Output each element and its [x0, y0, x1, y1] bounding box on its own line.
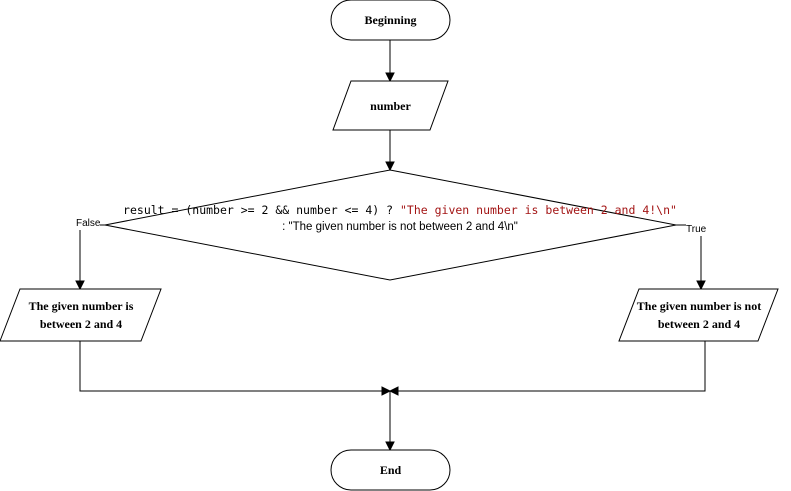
decision-diamond-shape	[104, 169, 677, 281]
end-terminator-shape	[330, 449, 451, 491]
end-label: End	[379, 463, 402, 477]
output-right-parallelogram-shape	[618, 288, 779, 342]
arrowhead-right-merge	[388, 386, 399, 396]
decision-expression: result = (number >= 2 && number <= 4) ?	[123, 203, 400, 217]
arrowhead-left-merge	[381, 386, 392, 396]
arrowhead-merge-to-end	[385, 441, 395, 452]
decision-true-string: "The given number is between 2 and 4!\n"	[400, 203, 677, 217]
arrowhead-start-to-input	[385, 72, 395, 83]
decision-separator: :	[282, 221, 289, 233]
false-edge-label: False	[76, 218, 101, 230]
edge-right-merge	[397, 341, 706, 392]
output-left-label: The given number is between 2 and 4	[28, 299, 134, 331]
input-label: number	[370, 98, 411, 113]
edge-left-merge	[79, 341, 383, 392]
output-right-label: The given number is not between 2 and 4	[636, 299, 762, 331]
input-parallelogram-shape	[332, 80, 449, 131]
start-label: Beginning	[364, 13, 417, 27]
decision-false-string: "The given number is not between 2 and 4…	[288, 221, 518, 233]
decision-condition-text: result = (number >= 2 && number <= 4) ? …	[120, 203, 680, 235]
arrowhead-false-branch	[75, 280, 85, 291]
output-left-parallelogram-shape	[0, 288, 162, 342]
true-edge-label: True	[686, 224, 707, 236]
arrowhead-true-branch	[696, 280, 706, 291]
arrowhead-input-to-decision	[385, 161, 395, 172]
